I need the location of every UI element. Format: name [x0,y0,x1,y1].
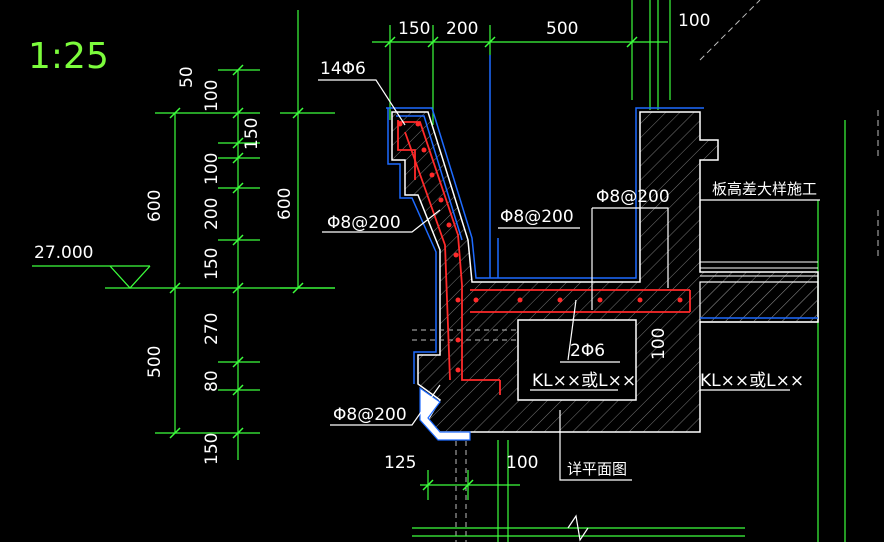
dim-150a: 150 [242,118,262,150]
label-beam-right: KL××或L×× [700,371,804,391]
label-plan-note: 详平面图 [567,460,627,478]
beam-opening [517,319,637,401]
label-rebar-mid: Φ8@200 [500,207,574,227]
rebar-dots [397,121,683,373]
dimension-texts-left: 50 100 150 100 200 150 270 80 600 600 50… [145,66,295,465]
elevation-symbol [32,265,151,289]
slab-finish-layers [700,261,818,277]
break-line-symbol [567,514,589,542]
dim-top-100: 100 [678,11,710,31]
elevation-label: 27.000 [34,243,93,263]
drip-detail [419,386,471,441]
dim-150b: 150 [202,248,222,280]
dimension-lines-left [105,10,335,460]
dim-600a: 600 [145,190,165,222]
plaster-outline [386,55,818,384]
dim-100b: 100 [202,153,222,185]
dimension-ticks-bottom [422,479,474,491]
dim-50: 50 [177,66,197,88]
dim-top-500: 500 [546,19,578,39]
dimension-ticks-top [384,36,638,48]
dim-top-200: 200 [446,19,478,39]
label-rebar-bottom: Φ8@200 [333,405,407,425]
dashed-hidden-lines [412,329,520,542]
label-rebar-right: Φ8@200 [596,187,670,207]
label-rebar-left: Φ8@200 [327,213,401,233]
dim-bottom-125: 125 [384,453,416,473]
dimension-ticks-left [169,64,304,439]
dimension-lines-top [372,0,668,125]
reference-lines-right [649,0,846,542]
label-beam-left: KL××或L×× [532,371,636,391]
dimension-texts-bottom: 125 100 [384,453,538,473]
dim-150c: 150 [202,433,222,465]
dim-inner-100: 100 [649,328,669,360]
dim-bottom-100: 100 [506,453,538,473]
dashed-lines-right [699,0,879,260]
label-bar-2: 2Φ6 [570,341,605,361]
dim-80: 80 [202,370,222,392]
dimension-texts-top: 150 200 500 100 [398,11,710,39]
dim-270: 270 [202,313,222,345]
leader-lines [318,79,820,481]
label-rebar-top: 14Φ6 [320,59,366,79]
annotation-labels: 14Φ6 Φ8@200 Φ8@200 Φ8@200 Φ8@200 2Φ6 KL×… [320,59,817,478]
dim-600b: 600 [275,188,295,220]
scale-label: 1:25 [28,36,109,77]
dim-200: 200 [202,198,222,230]
dim-top-150: 150 [398,19,430,39]
dim-100a: 100 [202,80,222,112]
floor-slab [699,281,819,323]
rebar-lines [397,120,691,395]
dim-500: 500 [145,346,165,378]
dimension-lines-bottom [412,440,745,542]
label-slab-note: 板高差大样施工 [712,180,817,198]
